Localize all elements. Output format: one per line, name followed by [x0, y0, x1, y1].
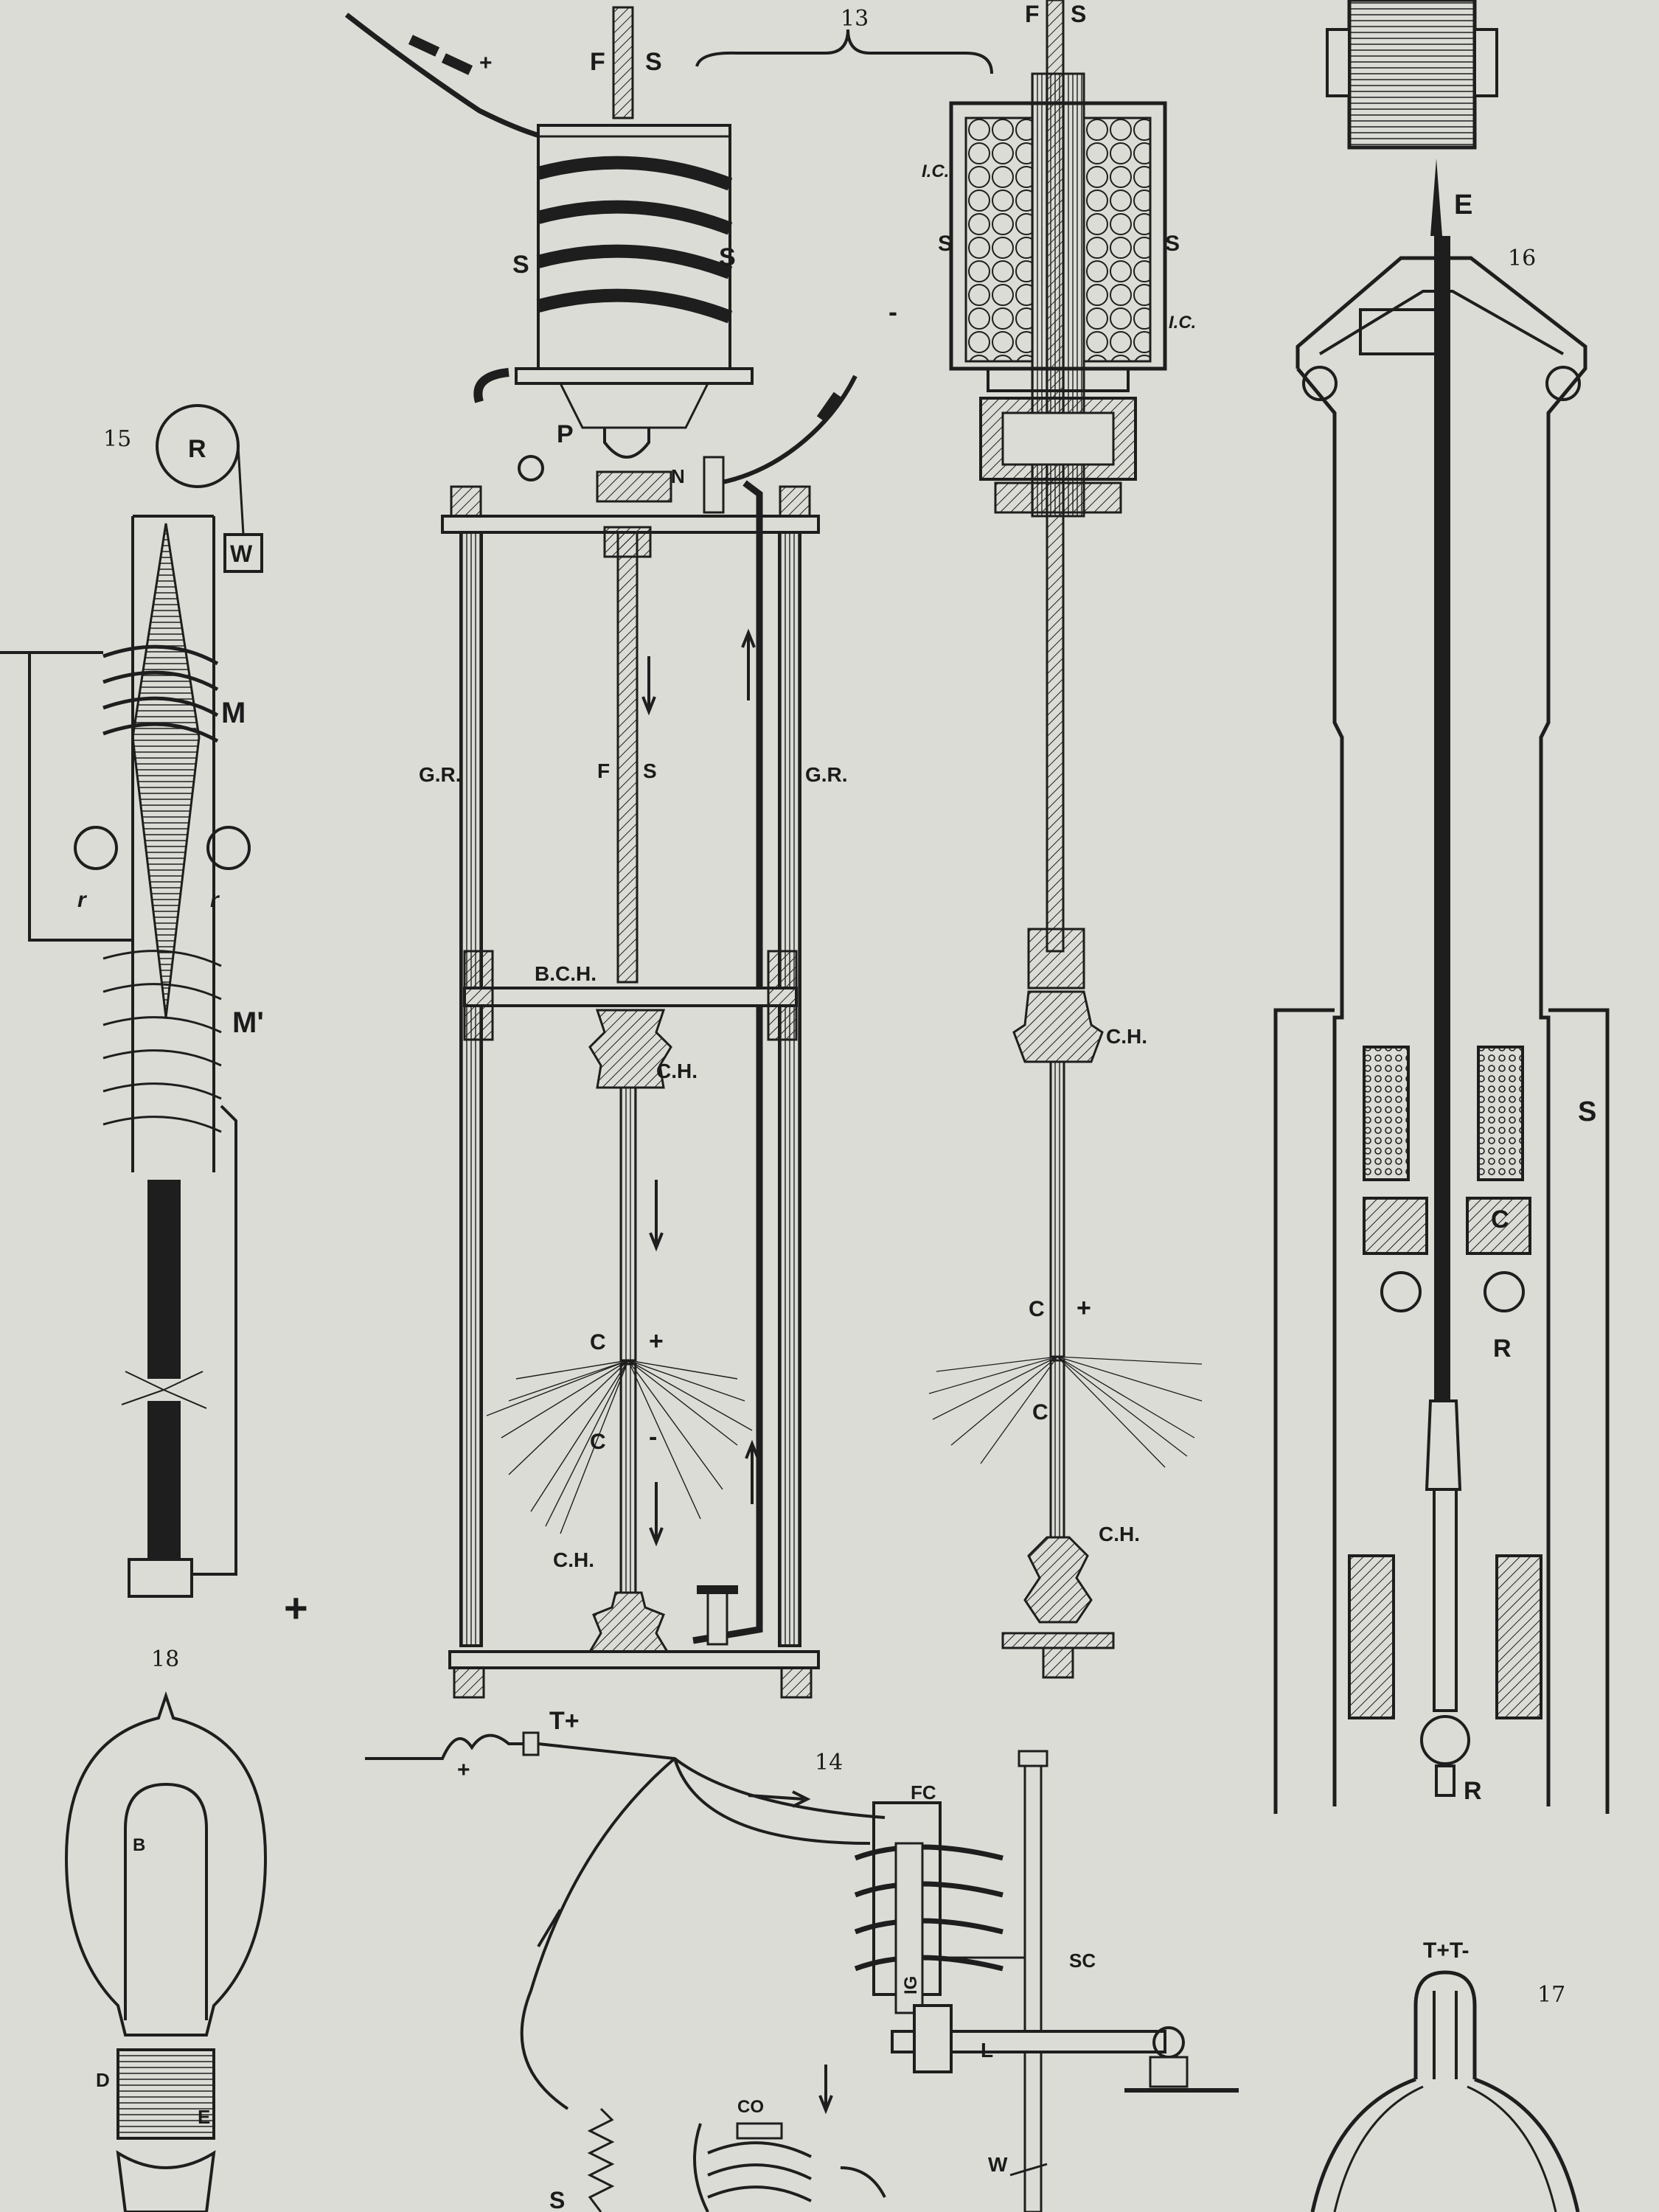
label-CH-sec-upper: C.H.	[1106, 1025, 1147, 1048]
label-r-left: r	[77, 888, 88, 912]
figure-15-number: 15	[103, 426, 131, 452]
label-SC: SC	[1069, 1950, 1096, 1972]
label-r-right: r	[210, 888, 220, 912]
label-S-mid: S	[643, 759, 657, 782]
iron-core-fig15	[131, 523, 201, 1018]
label-R-fig15: R	[188, 435, 206, 463]
label-M: M	[221, 697, 246, 729]
label-plus-fig15: +	[284, 1585, 308, 1631]
label-IG: IG	[901, 1976, 921, 1994]
label-C-sec-plus: +	[1077, 1294, 1091, 1322]
upper-carbon-rod	[612, 6, 634, 119]
figure-18-incandescent-bulb: 18 B D E	[64, 1646, 268, 2212]
carbon-rod-fig16	[1434, 236, 1450, 1401]
label-CH-upper: C.H.	[656, 1060, 698, 1082]
figure-13-number: 13	[841, 6, 869, 32]
figure-16-enclosed-lamp: E 16 S C R R	[1273, 0, 1610, 1814]
label-plus-fig14: +	[457, 1758, 470, 1782]
label-W-fig14: W	[988, 2153, 1008, 2176]
label-P: P	[557, 420, 574, 448]
bridge-cross-head	[463, 987, 798, 1007]
label-C-sec-lower: C	[1032, 1400, 1048, 1425]
coil-windings-right	[1082, 116, 1152, 363]
label-S-sec-left: S	[938, 232, 953, 256]
coil-windings-left	[964, 116, 1034, 363]
figure-16-number: 16	[1508, 246, 1536, 271]
label-F-sec: F	[1025, 1, 1040, 27]
label-C-minus: -	[649, 1423, 657, 1451]
label-CH-sec-lower: C.H.	[1099, 1523, 1140, 1545]
label-F-mid: F	[597, 759, 610, 782]
label-plus-top: +	[479, 51, 493, 75]
lower-carbon-holder	[588, 1591, 669, 1660]
label-solenoid-S-right: S	[719, 243, 736, 271]
upper-carbon-holder-rod	[616, 531, 639, 984]
guide-rod-left	[459, 531, 483, 1647]
figure-14-number: 14	[815, 1750, 843, 1775]
bulb-screw-base	[116, 2048, 215, 2140]
figure-17-lamp: T+T- 17	[1310, 1938, 1580, 2212]
label-S-fig16: S	[1578, 1096, 1596, 1127]
label-S-sec: S	[1071, 1, 1086, 27]
label-C-sec: C	[1029, 1297, 1045, 1321]
figure-14-regulator: 14 T+ + FC IG SC L W CO	[365, 1707, 1239, 2212]
electric-arc	[486, 1360, 753, 1534]
label-FC: FC	[911, 1781, 936, 1804]
label-T-plus-fig14: T+	[549, 1707, 580, 1735]
label-E-fig16: E	[1454, 189, 1472, 220]
label-S-sec-right: S	[1165, 232, 1180, 256]
upper-carbon-holder	[588, 1009, 672, 1089]
label-W-fig15: W	[230, 540, 253, 567]
base-plate	[448, 1650, 820, 1669]
label-M1: M'	[232, 1006, 264, 1039]
bulb-glass	[64, 1691, 268, 2037]
label-GR-left: G.R.	[419, 763, 462, 786]
label-IC-top: I.C.	[922, 161, 949, 181]
label-C-plus: +	[649, 1327, 664, 1355]
label-S-fig14: S	[549, 2187, 565, 2212]
label-L: L	[981, 2039, 993, 2062]
label-solenoid-S-left: S	[512, 251, 529, 279]
label-R-fig16-lower: R	[1464, 1777, 1482, 1805]
label-T-terminals: T+T-	[1423, 1938, 1470, 1963]
carbon-upper-fig15	[147, 1180, 181, 1379]
label-F: F	[590, 48, 605, 76]
label-S: S	[645, 48, 662, 76]
figure-13-section: F S I.C. I.C. S S C.H. C + C	[922, 0, 1203, 1679]
label-IC-right: I.C.	[1169, 313, 1196, 333]
label-D-fig18: D	[96, 2069, 110, 2091]
label-N: N	[671, 465, 685, 487]
label-B-fig18: B	[133, 1835, 145, 1855]
label-minus-top: -	[888, 296, 897, 327]
label-C-upper: C	[590, 1330, 606, 1354]
label-GR-right: G.R.	[805, 763, 848, 786]
carbon-lower-fig15	[147, 1401, 181, 1559]
guide-rod-right	[778, 531, 801, 1647]
bulb-17-neck	[1413, 1970, 1477, 2079]
electric-arc-section	[928, 1356, 1203, 1468]
figure-17-number: 17	[1537, 1982, 1565, 2008]
label-C-fig16: C	[1491, 1206, 1509, 1234]
figure-18-number: 18	[151, 1646, 179, 1672]
label-CH-lower: C.H.	[553, 1548, 594, 1571]
label-BCH: B.C.H.	[535, 962, 597, 985]
figure-13-lamp-frame: 13 F S + S S P N -	[344, 6, 993, 1699]
label-E-fig18: E	[198, 2106, 210, 2128]
label-C-lower: C	[590, 1430, 606, 1454]
label-R-fig16-upper: R	[1493, 1335, 1512, 1363]
label-CO: CO	[737, 2097, 764, 2117]
figure-15-differential-lamp: 15 R W M r r M' +	[0, 404, 308, 1631]
